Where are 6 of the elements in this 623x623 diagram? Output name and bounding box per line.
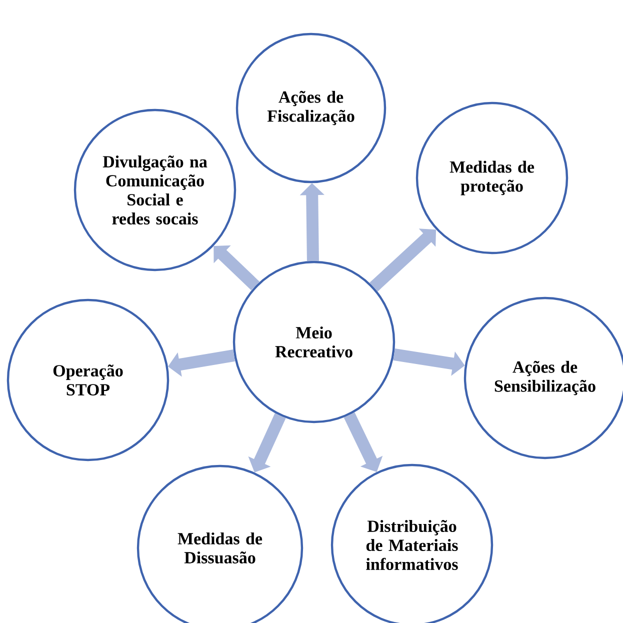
block-arrow — [344, 412, 383, 472]
circle-node: Meio Recreativo — [232, 260, 396, 424]
circle-node: Ações de Fiscalização — [236, 32, 386, 184]
circle-node: Operação STOP — [6, 298, 170, 462]
circle-node: Divulgação na Comunicação Social e redes socais — [74, 108, 236, 272]
circle-node: Medidas de proteção — [416, 102, 568, 254]
